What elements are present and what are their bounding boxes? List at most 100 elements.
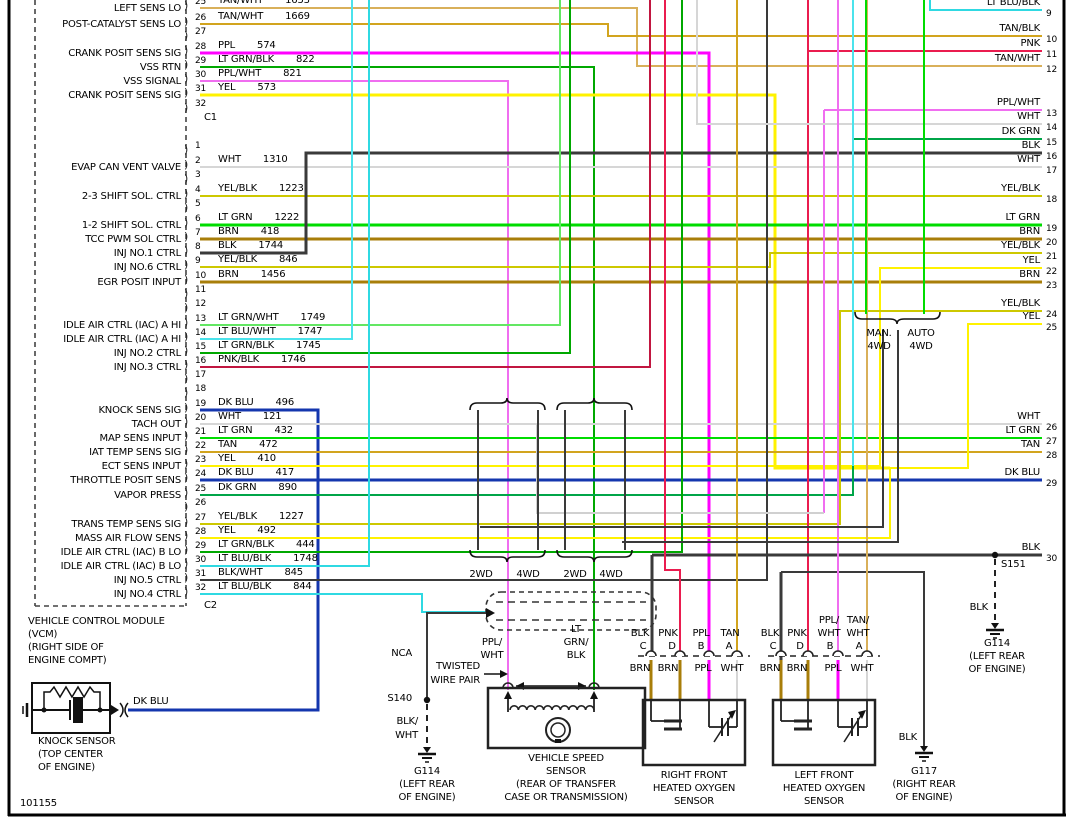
o2_right-top-label: PPL (692, 628, 710, 639)
twisted-pair-label: WIRE PAIR (430, 675, 480, 686)
ground-g114-right-label: G114 (983, 638, 1011, 649)
wire-wht (696, 0, 1042, 125)
right-pin-number: 12 (1046, 65, 1058, 75)
o2_right-lower-label: BRN (657, 663, 679, 674)
o2_right-pin-letter: D (668, 641, 676, 652)
left-pin-number: 28 (195, 527, 207, 537)
pin-bracket: ) (184, 415, 189, 428)
ground-g114-left-label: G114 (413, 766, 441, 777)
left-pin-number: 28 (195, 42, 207, 52)
right-wire-label: LT BLU/BLK (986, 0, 1040, 8)
left-pin-label: 1-2 SHIFT SOL. CTRL (81, 220, 181, 231)
vss-caption: VEHICLE SPEED (528, 753, 604, 764)
left-pin-number: 16 (195, 356, 207, 366)
ground-g114-left-label: (LEFT REAR (399, 779, 455, 790)
pin-bracket: ) (184, 500, 189, 513)
o2_right-top-label: PNK (658, 628, 678, 639)
wire-lt_blu_blk (929, 0, 1042, 11)
right-wire-label: PNK (1020, 38, 1041, 49)
wire-blk (781, 571, 925, 748)
left-pin-number: 2 (195, 156, 201, 166)
drive-group-label: 2WD (563, 569, 587, 580)
o2_left-top-label: BLK (760, 628, 780, 639)
right-wire-label: LT GRN (1005, 425, 1041, 436)
right-wire-label: YEL/BLK (1001, 183, 1040, 194)
pin-bracket: ) (184, 258, 189, 271)
wire-blk (200, 0, 768, 581)
pin-bracket: ) (184, 330, 189, 343)
o2-left-caption: LEFT FRONT (794, 770, 854, 781)
o2_left-top-label: WHT (817, 628, 841, 639)
left-pin-label: EGR POSIT INPUT (97, 277, 181, 288)
right-wire-label: WHT (1017, 154, 1040, 165)
o2_left-top-label: PNK (787, 628, 807, 639)
right-wire-label: DK BLU (1004, 467, 1041, 478)
auto-4wd-label: AUTO (907, 328, 935, 339)
pin-bracket: ) (184, 143, 189, 156)
pin-bracket: ) (184, 529, 189, 542)
o2-right-caption: RIGHT FRONT (660, 770, 728, 781)
pin-bracket: ) (184, 29, 189, 42)
left-pin-label: THROTTLE POSIT SENS (70, 475, 181, 486)
left-pin-number: 27 (195, 513, 207, 523)
knock-sensor-caption: KNOCK SENSOR (38, 736, 116, 747)
wire-ppl_wht (200, 80, 509, 690)
right-wire-label: BRN (1019, 269, 1040, 280)
wire-blk (426, 612, 486, 700)
ground-g114-left-label: OF ENGINE) (398, 792, 456, 803)
right-wire-label: TAN/WHT (994, 53, 1040, 64)
right-wire-label: TAN/BLK (999, 23, 1040, 34)
wire-yel_blk (200, 252, 1042, 268)
right-pin-number: 22 (1046, 267, 1058, 277)
o2-right-caption: SENSOR (673, 796, 715, 807)
left-pin-label: CRANK POSIT SENS SIG (68, 90, 181, 101)
left-pin-label: EVAP CAN VENT VALVE (71, 162, 181, 173)
right-pin-number: 25 (1046, 323, 1058, 333)
vss-right-wire-label: LT (571, 624, 581, 635)
man-4wd-label: MAN. (866, 328, 892, 339)
left-pin-number: 25 (195, 0, 207, 7)
drive-group-label: 4WD (599, 569, 623, 580)
left-pin-number: 20 (195, 413, 207, 423)
pin-bracket: ) (184, 443, 189, 456)
pin-bracket: ) (184, 486, 189, 499)
left-pin-number: 29 (195, 541, 207, 551)
left-pin-number: 7 (195, 228, 201, 238)
ground-g117-label: G117 (910, 766, 938, 777)
knock-sensor-caption: OF ENGINE) (38, 762, 95, 773)
left-pin-number: 10 (195, 271, 207, 281)
left-pin-label: KNOCK SENS SIG (98, 405, 181, 416)
pin-bracket: ) (184, 0, 189, 12)
left-pin-label: POST-CATALYST SENS LO (62, 19, 181, 30)
left-pin-label: IDLE AIR CTRL (IAC) A HI (63, 320, 181, 331)
left-pin-label: LEFT SENS LO (113, 3, 181, 14)
o2_right-lower-label: PPL (694, 663, 712, 674)
ground-g114-right-label: OF ENGINE) (968, 664, 1026, 675)
left-pin-label: 2-3 SHIFT SOL. CTRL (81, 191, 181, 202)
left-pin-label: INJ NO.2 CTRL (113, 348, 181, 359)
pin-bracket: ) (184, 201, 189, 214)
left-pin-label: INJ NO.4 CTRL (113, 589, 181, 600)
pin-bracket: ) (184, 287, 189, 300)
pin-bracket: ) (184, 571, 189, 584)
right-pin-number: 18 (1046, 195, 1058, 205)
ground-g117-label: OF ENGINE) (895, 792, 953, 803)
o2_left-top-label: WHT (846, 628, 870, 639)
pin-bracket: ) (184, 515, 189, 528)
man-auto-brace (854, 311, 941, 325)
right-wire-label: BLK (1021, 140, 1041, 151)
